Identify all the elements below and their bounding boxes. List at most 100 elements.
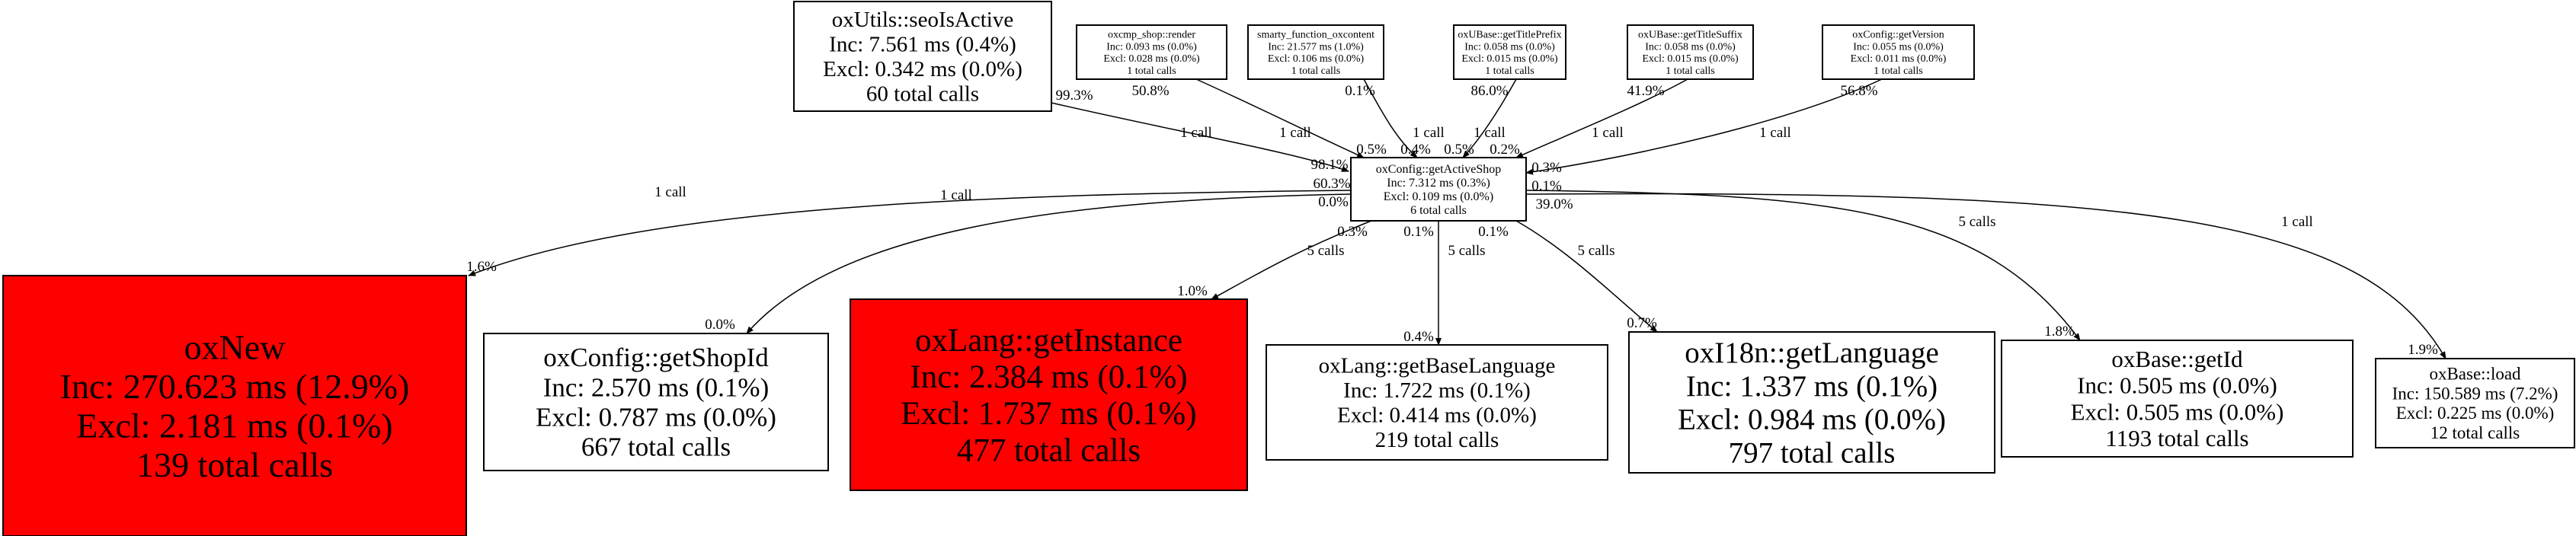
node-name: oxLang::getBaseLanguage <box>1319 354 1556 378</box>
edge-render <box>1195 78 1365 158</box>
edge-prefix <box>1462 78 1517 158</box>
edge-arrow <box>1525 78 1883 175</box>
edge-arrow <box>468 190 1352 276</box>
node-calls: 139 total calls <box>136 445 333 484</box>
node-calls: 1 total calls <box>1666 65 1715 77</box>
node-excl: Excl: 0.787 ms (0.0%) <box>536 403 776 432</box>
node-box <box>483 333 829 471</box>
node-box <box>2 275 467 536</box>
edge-seo <box>1051 102 1349 172</box>
node-name: oxNew <box>184 327 286 366</box>
node-name: oxConfig::getActiveShop <box>1376 163 1501 176</box>
node-name: oxLang::getInstance <box>915 323 1182 359</box>
edge-call-count: 1 call <box>2281 214 2313 230</box>
node-calls: 1 total calls <box>1874 65 1923 77</box>
edge-source-percent: 0.1% <box>1345 83 1375 99</box>
node-inc: Inc: 150.589 ms (7.2%) <box>2392 384 2558 403</box>
node-calls: 6 total calls <box>1410 204 1467 217</box>
edge-call-count: 1 call <box>654 184 686 200</box>
node-inc: Inc: 1.337 ms (0.1%) <box>1686 370 1938 403</box>
node-excl: Excl: 0.109 ms (0.0%) <box>1384 190 1493 203</box>
edge-call-count: 1 call <box>940 187 972 203</box>
node-excl: Excl: 0.505 ms (0.0%) <box>2071 398 2284 425</box>
node-box <box>1350 157 1527 222</box>
edge-call-count: 1 call <box>1592 125 1624 141</box>
node-inc: Inc: 2.570 ms (0.1%) <box>543 372 769 402</box>
node-excl: Excl: 0.015 ms (0.0%) <box>1642 53 1739 65</box>
edge-version <box>1525 78 1883 175</box>
edge-target-percent: 0.5% <box>1444 142 1474 158</box>
node-box <box>793 1 1052 112</box>
edge-arrow <box>1462 78 1517 158</box>
edge-call-count: 5 calls <box>1577 243 1614 259</box>
node-box <box>1453 24 1566 80</box>
edge-call-count: 5 calls <box>1958 214 1995 230</box>
edge-source-percent: 50.8% <box>1131 83 1169 99</box>
edge-source-percent: 0.1% <box>1403 224 1434 240</box>
edge-target-percent: 1.0% <box>1177 283 1208 299</box>
node-name: oxConfig::getShopId <box>543 343 769 372</box>
node-name: smarty_function_oxcontent <box>1257 30 1374 41</box>
edge-arrow <box>1211 220 1372 300</box>
edge-arrow <box>1515 220 1658 333</box>
node-calls: 60 total calls <box>866 82 979 107</box>
edge-target-percent: 0.5% <box>1356 142 1387 158</box>
edge-call-count: 1 call <box>1279 125 1311 141</box>
edge-source-percent: 56.8% <box>1840 83 1877 99</box>
edge-target-percent: 98.1% <box>1310 157 1348 173</box>
edge-target-percent: 0.0% <box>705 317 735 333</box>
node-inc: Inc: 7.561 ms (0.4%) <box>829 33 1016 57</box>
node-box <box>2001 340 2354 458</box>
node-calls: 1 total calls <box>1127 65 1176 77</box>
node-inc: Inc: 270.623 ms (12.9%) <box>60 367 410 406</box>
edge-getid <box>1525 190 2081 341</box>
edge-arrow <box>1363 78 1418 158</box>
edge-source-percent: 41.9% <box>1627 83 1664 99</box>
node-calls: 1 total calls <box>1291 65 1341 77</box>
node-inc: Inc: 21.577 ms (1.0%) <box>1268 41 1364 53</box>
node-box <box>1628 331 1995 474</box>
node-excl: Excl: 0.984 ms (0.0%) <box>1678 404 1946 436</box>
node-box <box>1822 24 1975 80</box>
node-calls: 1 total calls <box>1485 65 1534 77</box>
edge-suffix <box>1515 78 1688 158</box>
edge-source-percent: 0.1% <box>1531 178 1562 194</box>
node-name: oxUtils::seoIsActive <box>832 8 1013 32</box>
edge-target-percent: 1.9% <box>2408 342 2438 358</box>
node-excl: Excl: 0.011 ms (0.0%) <box>1851 53 1947 65</box>
edge-arrow <box>746 193 1352 334</box>
node-box <box>850 298 1248 491</box>
node-box <box>1247 24 1384 80</box>
edge-arrow <box>1195 78 1365 158</box>
node-box <box>2375 358 2575 448</box>
node-name: oxcmp_shop::render <box>1108 30 1195 41</box>
edge-target-percent: 0.3% <box>1531 160 1562 176</box>
edge-arrow <box>1525 193 2446 359</box>
edge-target-percent: 0.4% <box>1400 142 1431 158</box>
edge-labels-render: 1 call 50.8% 0.5% <box>1131 83 1387 158</box>
node-name: oxUBase::getTitlePrefix <box>1458 30 1561 41</box>
node-excl: Excl: 0.225 ms (0.0%) <box>2396 404 2555 423</box>
edge-arrow <box>1515 78 1688 158</box>
node-box <box>1076 24 1227 80</box>
node-name: oxBase::load <box>2429 365 2521 384</box>
